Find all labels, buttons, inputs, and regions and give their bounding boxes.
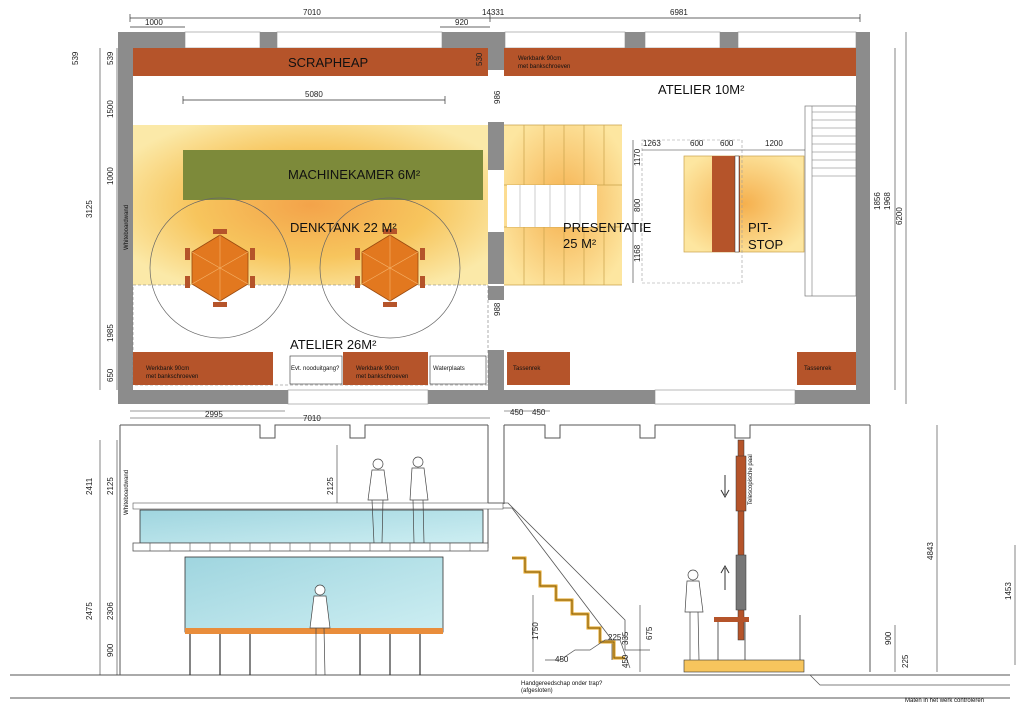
dim-450-a: 450 — [510, 408, 524, 417]
pole-note: Telescopische paal — [748, 454, 754, 505]
room-atelier-10: ATELIER 10M² — [658, 82, 745, 97]
workbench-bl-line1: Werkbank 90cm — [146, 366, 189, 372]
room-pitstop-line1: PIT- — [748, 220, 772, 235]
dim-1453: 1453 — [1004, 582, 1013, 600]
room-machinekamer: MACHINEKAMER 6M² — [288, 167, 421, 182]
nooduitgang-label: Evt. nooduitgang? — [291, 366, 340, 372]
dim-1856: 1856 — [873, 192, 882, 210]
waterplaats-label: Waterplaats — [433, 366, 465, 372]
dim-5080: 5080 — [305, 90, 323, 99]
dim-1985: 1985 — [106, 324, 115, 342]
dim-right-width: 6981 — [670, 8, 688, 17]
workbench-top-line2: met bankschroeven — [518, 64, 570, 70]
dim-6200: 6200 — [895, 207, 904, 225]
whiteboard-plan-label: Whiteboardwand — [124, 205, 130, 250]
dim-1263: 1263 — [643, 139, 661, 148]
dim-1200: 1200 — [765, 139, 783, 148]
dim-988: 988 — [493, 302, 502, 316]
dim-450-stair: 450 — [555, 655, 569, 664]
room-atelier-26: ATELIER 26M² — [290, 337, 377, 352]
workbench-bm-line1: Werkbank 90cm — [356, 366, 399, 372]
dim-539-inner: 539 — [106, 51, 115, 65]
dim-4843: 4843 — [926, 542, 935, 560]
dim-800: 800 — [633, 198, 642, 212]
floor-plan — [118, 31, 870, 405]
room-presentatie-line1: PRESENTATIE — [563, 220, 652, 235]
dim-225-right: 225 — [901, 654, 910, 668]
dim-675: 675 — [645, 626, 654, 640]
dim-1968: 1968 — [883, 192, 892, 210]
dim-3125: 3125 — [85, 200, 94, 218]
dim-900-left: 900 — [106, 643, 115, 657]
dim-1500: 1500 — [106, 100, 115, 118]
dim-450-rise: 450 — [621, 654, 630, 668]
table-right — [355, 229, 425, 307]
section-view — [10, 424, 1010, 699]
top-dimensions — [129, 14, 861, 28]
dim-600-a: 600 — [690, 139, 704, 148]
dim-1170: 1170 — [633, 148, 642, 166]
dim-2306: 2306 — [106, 602, 115, 620]
dim-2125-inner: 2125 — [326, 477, 335, 495]
dim-1168: 1168 — [633, 244, 642, 262]
dim-2125-outer: 2125 — [106, 477, 115, 495]
dim-225-stair: 225 — [608, 633, 622, 642]
workbench-bm-line2: met bankschroeven — [356, 374, 408, 380]
dim-1000: 1000 — [145, 18, 163, 27]
workbench-top-line1: Werkbank 90cm — [518, 56, 561, 62]
workbench-bl-line2: met bankschroeven — [146, 374, 198, 380]
dim-total-width: 14331 — [482, 8, 505, 17]
dim-2475: 2475 — [85, 602, 94, 620]
handgereedschap-line1: Handgereedschap onder trap? — [521, 681, 603, 687]
dim-left-width: 7010 — [303, 8, 321, 17]
room-pitstop-line2: STOP — [748, 237, 783, 252]
maten-note: Maten in het werk controleren — [905, 698, 984, 704]
dim-1750: 1750 — [531, 622, 540, 640]
dim-section-7010: 7010 — [303, 414, 321, 423]
dim-920: 920 — [455, 18, 469, 27]
dim-2411: 2411 — [85, 477, 94, 495]
dim-650: 650 — [106, 368, 115, 382]
room-presentatie-line2: 25 M² — [563, 236, 597, 251]
room-scrapheap: SCRAPHEAP — [288, 55, 368, 70]
dim-539-outer: 539 — [71, 51, 80, 65]
table-left — [185, 229, 255, 307]
room-denktank: DENKTANK 22 M² — [290, 220, 397, 235]
dim-530: 530 — [475, 52, 484, 66]
dim-450-b: 450 — [532, 408, 546, 417]
tassenrek-right: Tassenrek — [804, 366, 832, 372]
dim-2995: 2995 — [205, 410, 223, 419]
dim-986: 986 — [493, 90, 502, 104]
dim-1000-vert: 1000 — [106, 167, 115, 185]
handgereedschap-line2: (afgesloten) — [521, 688, 553, 694]
whiteboard-section-label: Whiteboardwand — [124, 470, 130, 515]
dim-900-right: 900 — [884, 631, 893, 645]
tassenrek-left: Tassenrek — [513, 366, 541, 372]
dim-600-b: 600 — [720, 139, 734, 148]
dim-335: 335 — [621, 631, 630, 645]
